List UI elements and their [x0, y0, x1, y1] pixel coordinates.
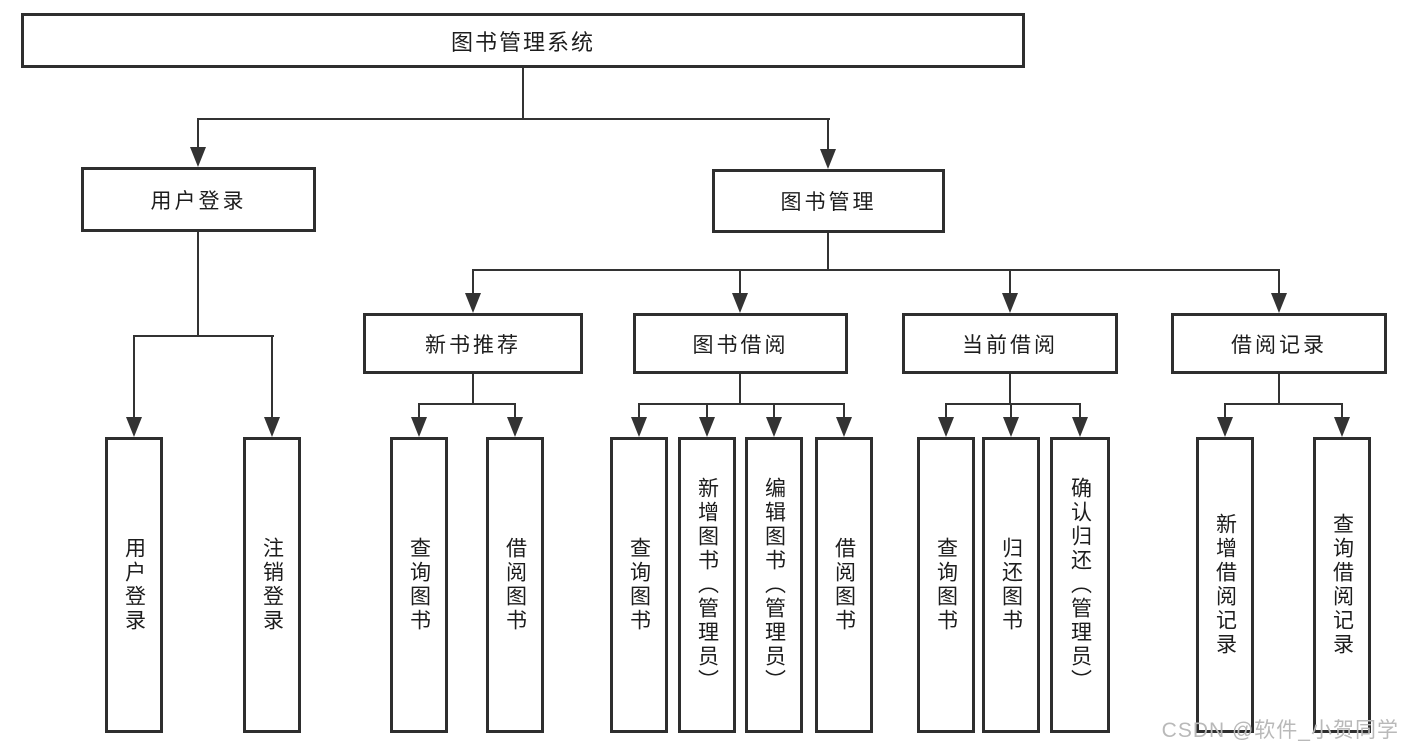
arrow-down-icon: [699, 403, 715, 437]
connector-user-hline: [133, 335, 274, 337]
leaf-borrowing-add-books-admin: 新增图书（管理员）: [678, 437, 736, 733]
arrow-down-icon: [1217, 403, 1233, 437]
connector-m3-stem: [1009, 374, 1011, 405]
arrow-down-icon: [411, 403, 427, 437]
arrow-down-icon: [507, 403, 523, 437]
node-book-borrowing-label: 图书借阅: [692, 333, 789, 357]
arrow-down-icon: [732, 269, 748, 313]
leaf-current-query-books: 查询图书: [917, 437, 975, 733]
leaf-borrowing-edit-books-admin: 编辑图书（管理员）: [745, 437, 803, 733]
arrow-down-icon: [1003, 403, 1019, 437]
leaf-recommend-borrow-books: 借阅图书: [486, 437, 544, 733]
connector-user-stem: [197, 232, 199, 336]
arrow-down-icon: [938, 403, 954, 437]
node-library-system-root: 图书管理系统: [21, 13, 1025, 68]
arrow-down-icon: [1072, 403, 1088, 437]
arrow-down-icon: [820, 118, 836, 169]
leaf-recommend-query-books-label: 查询图书: [407, 537, 431, 633]
arrow-down-icon: [766, 403, 782, 437]
connector-m4-stem: [1278, 374, 1280, 405]
leaf-user-login-label: 用户登录: [122, 537, 146, 633]
node-borrow-records: 借阅记录: [1171, 313, 1387, 374]
arrow-down-icon: [1002, 269, 1018, 313]
leaf-records-add-record-label: 新增借阅记录: [1213, 513, 1237, 657]
connector-root-stem: [522, 68, 524, 120]
leaf-current-return-books: 归还图书: [982, 437, 1040, 733]
leaf-logout-label: 注销登录: [260, 537, 284, 633]
leaf-current-confirm-return-admin: 确认归还（管理员）: [1050, 437, 1110, 733]
node-book-borrowing: 图书借阅: [633, 313, 848, 374]
arrow-down-icon: [126, 335, 142, 437]
leaf-records-add-record: 新增借阅记录: [1196, 437, 1254, 733]
leaf-borrowing-add-books-admin-label: 新增图书（管理员）: [695, 477, 719, 693]
leaf-recommend-borrow-books-label: 借阅图书: [503, 537, 527, 633]
arrow-down-icon: [631, 403, 647, 437]
connector-m1-stem: [472, 374, 474, 405]
arrow-down-icon: [1334, 403, 1350, 437]
leaf-current-return-books-label: 归还图书: [999, 537, 1023, 633]
connector-m4-hline: [1224, 403, 1343, 405]
leaf-borrowing-borrow-books: 借阅图书: [815, 437, 873, 733]
leaf-recommend-query-books: 查询图书: [390, 437, 448, 733]
connector-m2-hline: [638, 403, 845, 405]
leaf-borrowing-edit-books-admin-label: 编辑图书（管理员）: [762, 477, 786, 693]
leaf-current-query-books-label: 查询图书: [934, 537, 958, 633]
connector-mgmt-stem: [827, 233, 829, 271]
leaf-records-query-record: 查询借阅记录: [1313, 437, 1371, 733]
leaf-borrowing-query-books-label: 查询图书: [627, 537, 651, 633]
arrow-down-icon: [190, 118, 206, 167]
connector-root-hline: [197, 118, 830, 120]
leaf-user-login: 用户登录: [105, 437, 163, 733]
node-book-management: 图书管理: [712, 169, 945, 233]
leaf-logout: 注销登录: [243, 437, 301, 733]
arrow-down-icon: [465, 269, 481, 313]
node-new-book-recommend-label: 新书推荐: [425, 333, 521, 357]
leaf-current-confirm-return-admin-label: 确认归还（管理员）: [1068, 477, 1092, 693]
leaf-borrowing-query-books: 查询图书: [610, 437, 668, 733]
arrow-down-icon: [1271, 269, 1287, 313]
arrow-down-icon: [264, 335, 280, 437]
leaf-records-query-record-label: 查询借阅记录: [1330, 513, 1354, 657]
node-book-management-label: 图书管理: [780, 191, 877, 214]
connector-m2-stem: [739, 374, 741, 405]
leaf-borrowing-borrow-books-label: 借阅图书: [832, 537, 856, 633]
node-current-borrowing-label: 当前借阅: [962, 333, 1058, 357]
node-new-book-recommend: 新书推荐: [363, 313, 583, 374]
connector-m1-hline: [418, 403, 516, 405]
connector-m3-hline: [945, 403, 1081, 405]
node-user-login: 用户登录: [81, 167, 316, 232]
csdn-watermark: CSDN @软件_小贺同学: [1161, 719, 1399, 742]
node-borrow-records-label: 借阅记录: [1231, 333, 1327, 357]
arrow-down-icon: [836, 403, 852, 437]
connector-mgmt-hline: [472, 269, 1280, 271]
node-library-system-root-label: 图书管理系统: [450, 29, 595, 55]
node-current-borrowing: 当前借阅: [902, 313, 1118, 374]
node-user-login-label: 用户登录: [150, 189, 247, 213]
